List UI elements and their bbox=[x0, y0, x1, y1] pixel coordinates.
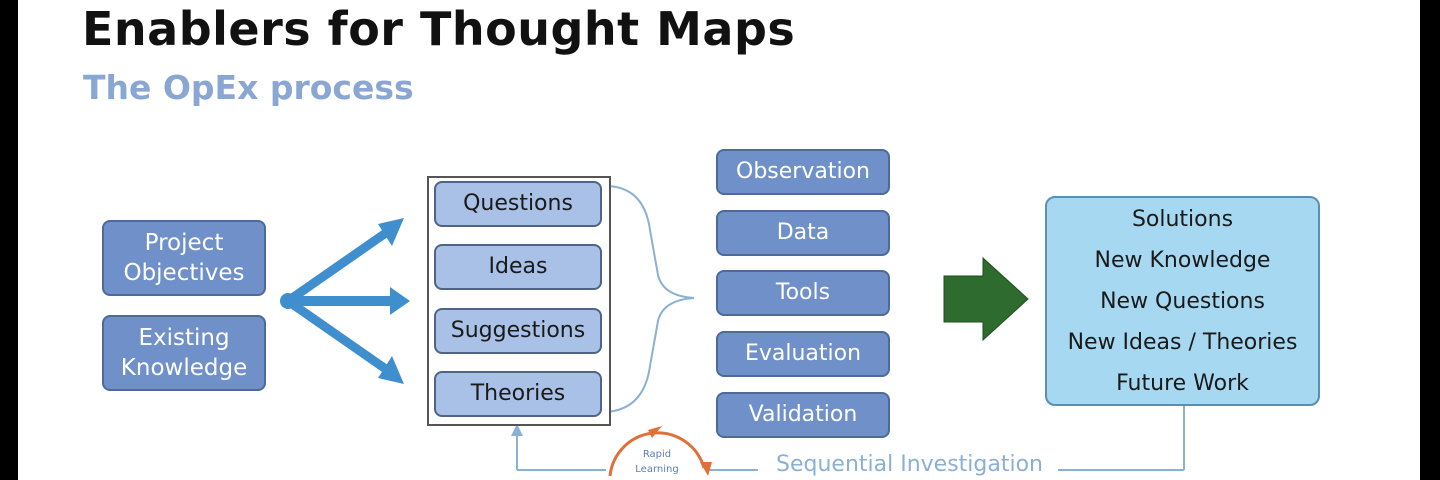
slide-title: Enablers for Thought Maps bbox=[82, 2, 796, 56]
box-suggestions: Suggestions bbox=[434, 308, 602, 354]
slide: Enablers for Thought Maps The OpEx proce… bbox=[18, 0, 1420, 480]
box-validation-label: Validation bbox=[748, 402, 858, 427]
feedback-loop-line bbox=[511, 406, 1185, 471]
box-validation: Validation bbox=[716, 392, 890, 438]
box-tools-label: Tools bbox=[775, 280, 831, 305]
box-evaluation-label: Evaluation bbox=[744, 341, 862, 366]
slide-subtitle: The OpEx process bbox=[83, 68, 414, 107]
box-outputs: Solutions New Knowledge New Questions Ne… bbox=[1045, 196, 1320, 406]
arrow-to-questions bbox=[285, 226, 393, 305]
box-tools: Tools bbox=[716, 270, 890, 316]
output-new-ideas-theories: New Ideas / Theories bbox=[1067, 329, 1298, 355]
fan-origin bbox=[280, 293, 296, 309]
rapid-learning-cycle-icon bbox=[608, 426, 712, 477]
output-new-questions: New Questions bbox=[1100, 288, 1265, 314]
arrowhead-down bbox=[378, 356, 404, 384]
box-observation: Observation bbox=[716, 149, 890, 195]
box-data: Data bbox=[716, 210, 890, 256]
output-future-work: Future Work bbox=[1116, 370, 1249, 396]
box-observation-label: Observation bbox=[736, 159, 870, 184]
diagram-connectors bbox=[280, 185, 1185, 477]
box-evaluation: Evaluation bbox=[716, 331, 890, 377]
arrowhead-middle bbox=[390, 287, 410, 315]
box-questions: Questions bbox=[434, 181, 602, 227]
arrowhead-up bbox=[378, 218, 404, 246]
green-arrow bbox=[943, 256, 1029, 342]
rapid-learning-label-bottom: Learning bbox=[635, 464, 679, 475]
box-project-objectives: Project Objectives bbox=[102, 220, 266, 296]
box-ideas: Ideas bbox=[434, 244, 602, 290]
box-questions-label: Questions bbox=[463, 191, 573, 216]
box-theories-label: Theories bbox=[470, 381, 566, 406]
fan-arrows bbox=[280, 218, 410, 384]
rapid-learning-label-top: Rapid bbox=[642, 449, 672, 460]
box-theories: Theories bbox=[434, 371, 602, 417]
output-new-knowledge: New Knowledge bbox=[1094, 247, 1271, 273]
curly-brace bbox=[604, 185, 695, 413]
box-suggestions-label: Suggestions bbox=[450, 318, 586, 343]
box-existing-knowledge-label: Existing Knowledge bbox=[120, 325, 248, 381]
box-ideas-label: Ideas bbox=[488, 254, 548, 279]
arrow-to-theories bbox=[285, 297, 393, 376]
box-project-objectives-label: Project Objectives bbox=[123, 230, 245, 286]
box-data-label: Data bbox=[776, 220, 830, 245]
box-existing-knowledge: Existing Knowledge bbox=[102, 315, 266, 391]
sequential-investigation-label: Sequential Investigation bbox=[770, 452, 1049, 477]
output-solutions: Solutions bbox=[1131, 206, 1234, 232]
